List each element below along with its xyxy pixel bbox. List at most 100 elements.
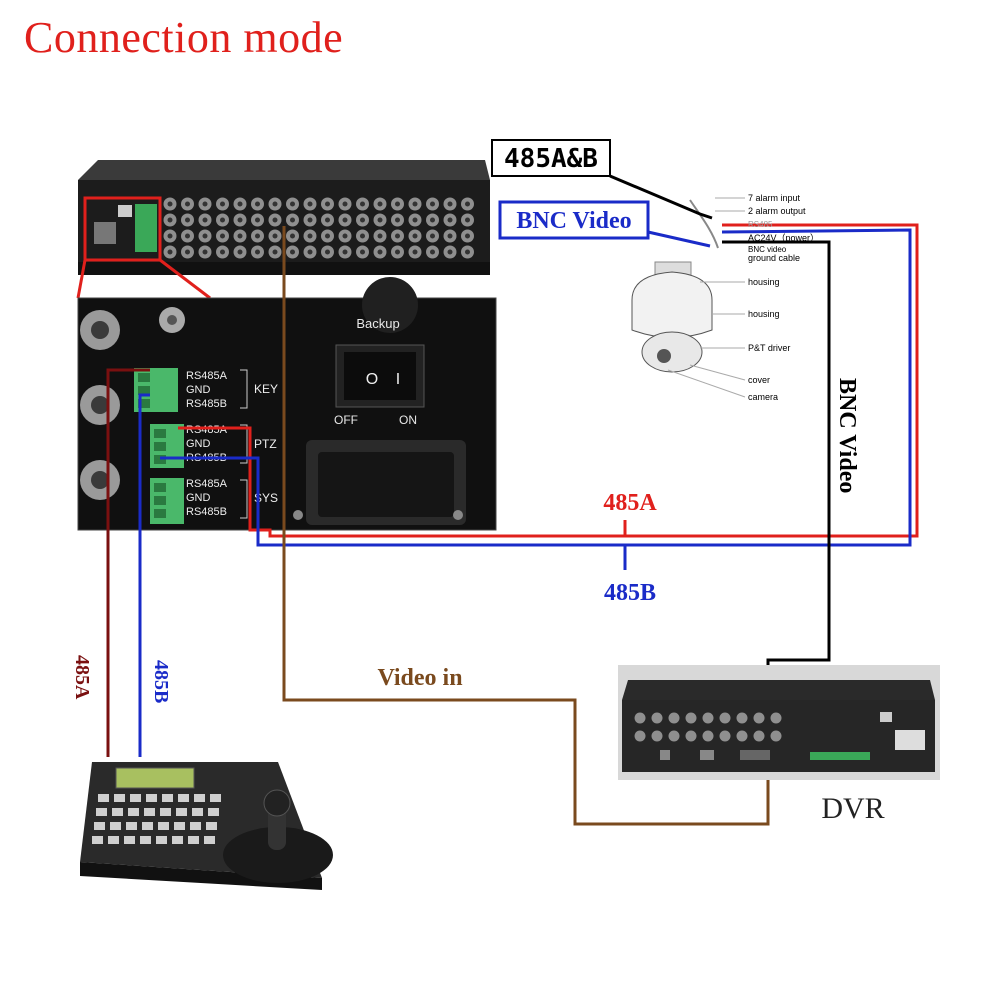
wire-video-in [282, 226, 770, 826]
keypad-key [140, 836, 151, 844]
bnc-port-center [290, 249, 295, 255]
bnc-port-center [360, 201, 365, 207]
bnc-port-center [465, 201, 470, 207]
ptz-group-label: PTZ [254, 437, 277, 451]
camera-callouts: 7 alarm input 2 alarm output RS485 AC24V… [667, 193, 819, 402]
bnc-port-center [185, 217, 190, 223]
part-rs485: RS485 [748, 220, 773, 229]
keypad-key [92, 836, 103, 844]
bnc-port-center [447, 249, 453, 255]
sys-gnd: GND [186, 492, 211, 504]
dvr-bnc-port [685, 730, 697, 742]
keypad-key [142, 822, 153, 830]
bnc-port-center [465, 249, 470, 255]
sys-rs485a: RS485A [186, 478, 228, 490]
bnc-port-center [412, 233, 418, 239]
bnc-port-center [360, 217, 365, 223]
keypad-key [114, 794, 125, 802]
part-ac24v: AC24V（power） [748, 233, 819, 243]
keypad-key [194, 794, 205, 802]
bnc-port-center [395, 233, 400, 239]
speed-dome-camera [631, 199, 719, 373]
dvr-label: DVR [821, 792, 884, 825]
bnc-port-center [202, 249, 208, 255]
bnc-port-center [255, 233, 260, 239]
key-rs485a: RS485A [186, 370, 228, 382]
keypad-key [158, 822, 169, 830]
bnc-port-center [237, 233, 243, 239]
bnc-port-center [395, 201, 400, 207]
keypad-key [192, 808, 203, 816]
switch-on-label: ON [399, 413, 417, 427]
wire-485a [178, 223, 919, 538]
rs485ab-label: 485A&B [504, 144, 598, 174]
bnc-port-center [395, 249, 400, 255]
bnc-port-center [272, 217, 278, 223]
bnc-port-center [202, 201, 208, 207]
bnc-port-center [307, 201, 313, 207]
dvr-bnc-port [736, 712, 748, 724]
bnc-port-center [307, 217, 313, 223]
keypad-key [208, 808, 219, 816]
bnc-port-center [185, 233, 190, 239]
part-housing-2: housing [748, 309, 780, 319]
keypad-key [178, 794, 189, 802]
key-gnd: GND [186, 384, 211, 396]
bnc-port-center [272, 201, 278, 207]
bnc-port-center [447, 233, 453, 239]
keypad-key [112, 808, 123, 816]
bnc-port-center [325, 217, 330, 223]
bnc-port-center [342, 217, 348, 223]
bnc-port-center [430, 233, 435, 239]
keypad-key [206, 822, 217, 830]
dvr-bnc-port [770, 730, 782, 742]
keypad-key [130, 794, 141, 802]
bnc-port-center [272, 233, 278, 239]
keypad-key [96, 808, 107, 816]
bnc-port-center [447, 217, 453, 223]
keypad-key [128, 808, 139, 816]
bnc-port-center [237, 201, 243, 207]
bnc-port-center [185, 201, 190, 207]
keypad-key [162, 794, 173, 802]
keyboard-controller [80, 762, 333, 890]
bnc-port-center [167, 249, 173, 255]
bnc-port-center [220, 217, 225, 223]
keypad-key [108, 836, 119, 844]
part-bnc-video: BNC video [748, 245, 787, 254]
bnc-port-center [307, 233, 313, 239]
dvr-bnc-port [736, 730, 748, 742]
bnc-port-center [360, 249, 365, 255]
bnc-port-center [430, 249, 435, 255]
keypad-key [146, 794, 157, 802]
switch-i-mark: I [396, 371, 400, 388]
bnc-port-center [465, 233, 470, 239]
part-ground-cable: ground cable [748, 253, 800, 263]
bnc-port-center [220, 233, 225, 239]
rs485ab-box [491, 139, 611, 177]
bnc-video-box [498, 200, 650, 240]
keypad-key [176, 808, 187, 816]
ptz-rs485a: RS485A [186, 424, 228, 436]
keypad-key [98, 794, 109, 802]
bnc-port-center [290, 233, 295, 239]
bnc-port-center [447, 201, 453, 207]
key-group-label: KEY [254, 382, 278, 396]
label-485b: 485B [604, 580, 656, 606]
wire-485b [160, 228, 912, 547]
bnc-port-center [395, 217, 400, 223]
ptz-gnd: GND [186, 438, 211, 450]
highlight-box [83, 196, 162, 262]
dvr-bnc-ports [634, 712, 782, 742]
bnc-video-box-label: BNC Video [516, 208, 631, 234]
keypad-key [124, 836, 135, 844]
bnc-port-center [220, 249, 225, 255]
label-485a: 485A [603, 490, 657, 516]
label-left-485a: 485A [71, 655, 93, 700]
keypad-key [188, 836, 199, 844]
dvr-bnc-port [753, 730, 765, 742]
bnc-port-center [272, 249, 278, 255]
bnc-port-center [412, 217, 418, 223]
dvr-bnc-port [719, 712, 731, 724]
network-port [118, 205, 132, 217]
